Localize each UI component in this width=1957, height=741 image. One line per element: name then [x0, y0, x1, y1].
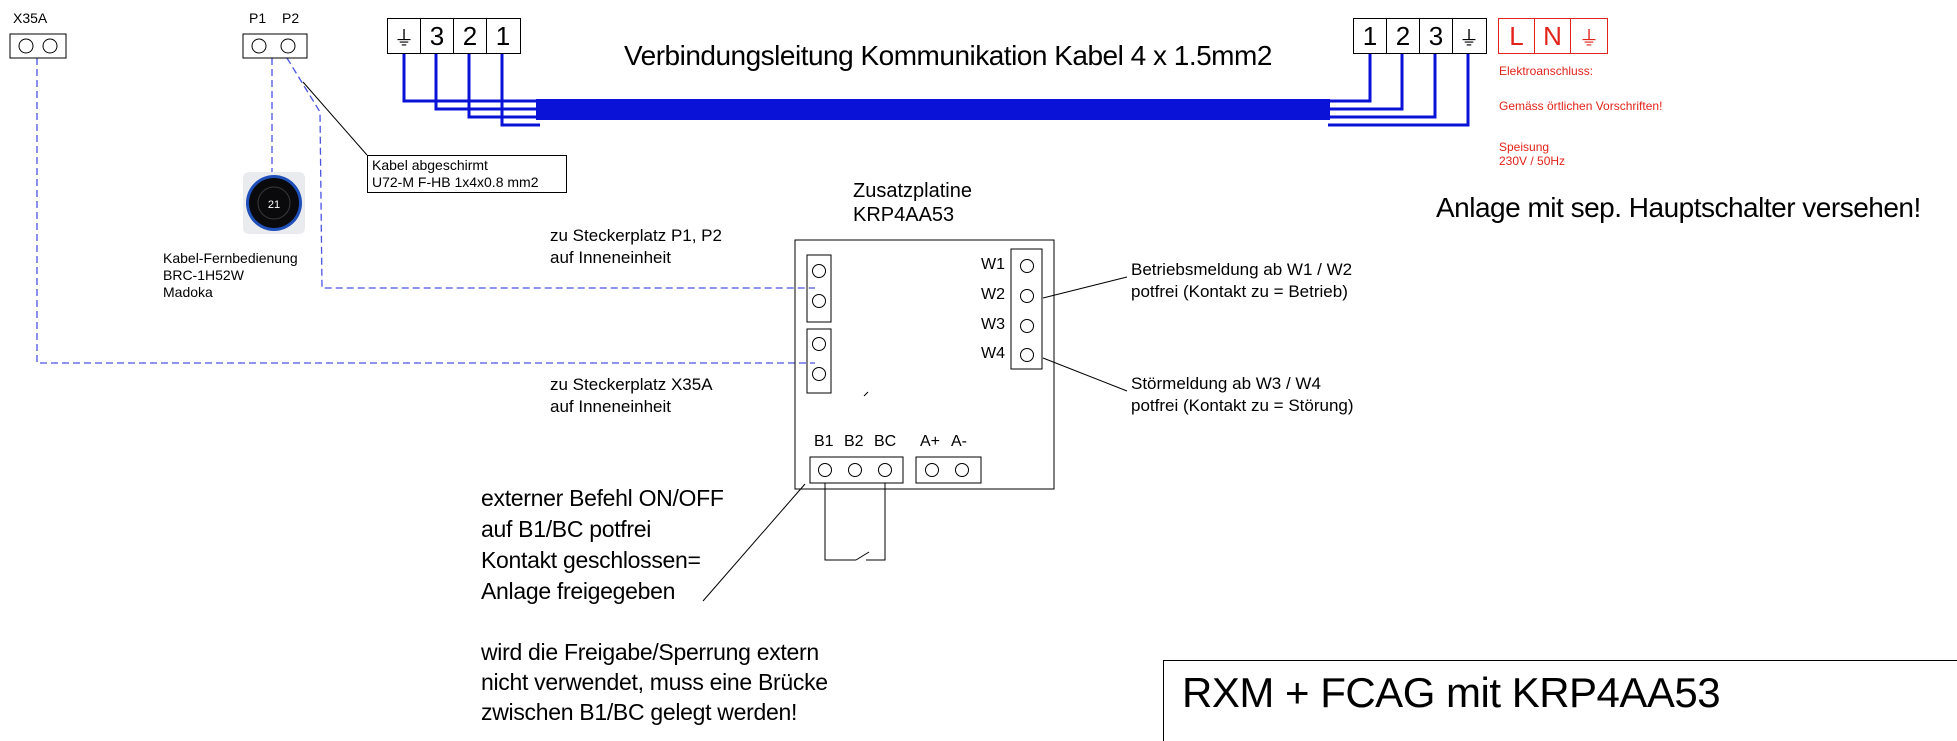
strip-left-1: 1 [495, 20, 511, 51]
label-bc: BC [874, 433, 897, 450]
cable-strip-right: 1 2 3 ⏚ [1353, 18, 1487, 54]
label-w4: W4 [981, 345, 1005, 362]
dashed-signal-wires [36, 57, 815, 364]
title-block: RXM + FCAG mit KRP4AA53 [1163, 660, 1957, 741]
remote-caption: Kabel-Fernbedienung BRC-1H52W Madoka [163, 250, 298, 301]
label-w2: W2 [981, 286, 1005, 303]
label-b2: B2 [844, 433, 864, 450]
note-betrieb-1: Betriebsmeldung ab W1 / W2 [1131, 260, 1353, 279]
power-l: L [1499, 19, 1535, 53]
power-note-speisung-2: 230V / 50Hz [1499, 154, 1566, 168]
board-title: Zusatzplatine KRP4AA53 [853, 179, 972, 227]
indoor-connectors [9, 33, 308, 59]
release-contact [824, 483, 886, 561]
cable-title: Verbindungsleitung Kommunikation Kabel 4… [624, 40, 1272, 71]
note-extern: externer Befehl ON/OFF auf B1/BC potfrei… [481, 483, 724, 607]
shielded-cable-line2: U72-M F-HB 1x4x0.8 mm2 [372, 174, 539, 190]
note-bridge: wird die Freigabe/Sperrung extern nicht … [481, 637, 828, 727]
note-x35a: zu Steckerplatz X35A auf Inneneinheit [550, 374, 713, 418]
label-w3: W3 [981, 316, 1005, 333]
strip-right-1: 1 [1354, 19, 1387, 53]
x35a-label: X35A [13, 10, 48, 26]
note-stoerung: Störmeldung ab W3 / W4 potfrei (Kontakt … [1131, 373, 1354, 417]
communication-cable [402, 42, 1470, 127]
note-extern-3: Kontakt geschlossen= [481, 547, 701, 573]
strip-right-earth: ⏚ [1459, 27, 1479, 50]
power-n: N [1535, 19, 1571, 53]
cable-strip-left: ⏚ 3 2 1 [387, 18, 521, 54]
label-a-plus: A+ [920, 433, 941, 450]
label-w1: W1 [981, 256, 1005, 273]
board-title-2: KRP4AA53 [853, 204, 955, 226]
note-p1p2-2: auf Inneneinheit [550, 248, 671, 267]
label-a-minus: A- [951, 433, 967, 450]
p2-label: P2 [282, 10, 300, 26]
remote-line3: Madoka [163, 284, 213, 300]
note-extern-1: externer Befehl ON/OFF [481, 485, 724, 511]
strip-right-2: 2 [1387, 19, 1420, 53]
power-earth: ⏚ [1579, 27, 1599, 50]
note-extern-2: auf B1/BC potfrei [481, 516, 652, 542]
note-extern-4: Anlage freigegeben [481, 578, 676, 604]
note-stoerung-1: Störmeldung ab W3 / W4 [1131, 374, 1321, 393]
power-note-vorschriften: Gemäss örtlichen Vorschriften! [1499, 99, 1663, 113]
remote-line1: Kabel-Fernbedienung [163, 250, 298, 266]
shielded-cable-callout: Kabel abgeschirmt U72-M F-HB 1x4x0.8 mm2 [367, 155, 567, 193]
note-p1p2: zu Steckerplatz P1, P2 auf Inneneinheit [550, 225, 722, 269]
note-x35a-1: zu Steckerplatz X35A [550, 375, 713, 394]
board-terminals [806, 248, 1043, 484]
remote-display: 21 [268, 199, 280, 211]
leader-lines [302, 81, 1128, 602]
strip-left-3: 3 [421, 19, 454, 53]
note-bridge-3: zwischen B1/BC gelegt werden! [481, 699, 798, 725]
strip-left-earth: ⏚ [388, 19, 421, 53]
madoka-remote: 21 [243, 172, 305, 234]
remote-line2: BRC-1H52W [163, 267, 244, 283]
title-block-text: RXM + FCAG mit KRP4AA53 [1182, 669, 1721, 716]
board-outline [794, 239, 1055, 490]
note-p1p2-1: zu Steckerplatz P1, P2 [550, 226, 722, 245]
strip-left-2: 2 [454, 19, 487, 53]
note-betrieb: Betriebsmeldung ab W1 / W2 potfrei (Kont… [1131, 259, 1352, 303]
note-betrieb-2: potfrei (Kontakt zu = Betrieb) [1131, 282, 1348, 301]
p1-label: P1 [249, 10, 267, 26]
power-note-speisung: Speisung 230V / 50Hz [1499, 140, 1565, 168]
note-bridge-2: nicht verwendet, muss eine Brücke [481, 669, 828, 695]
note-stoerung-2: potfrei (Kontakt zu = Störung) [1131, 396, 1354, 415]
power-strip: L N ⏚ [1498, 18, 1608, 54]
label-b1: B1 [814, 433, 834, 450]
note-x35a-2: auf Inneneinheit [550, 397, 671, 416]
strip-right-3: 3 [1420, 19, 1453, 53]
board-title-1: Zusatzplatine [853, 180, 972, 202]
power-note-speisung-1: Speisung [1499, 140, 1550, 154]
shielded-cable-line1: Kabel abgeschirmt [372, 157, 488, 173]
main-switch-note: Anlage mit sep. Hauptschalter versehen! [1436, 192, 1921, 223]
note-bridge-1: wird die Freigabe/Sperrung extern [481, 639, 819, 665]
power-note-anschluss: Elektroanschluss: [1499, 64, 1594, 78]
